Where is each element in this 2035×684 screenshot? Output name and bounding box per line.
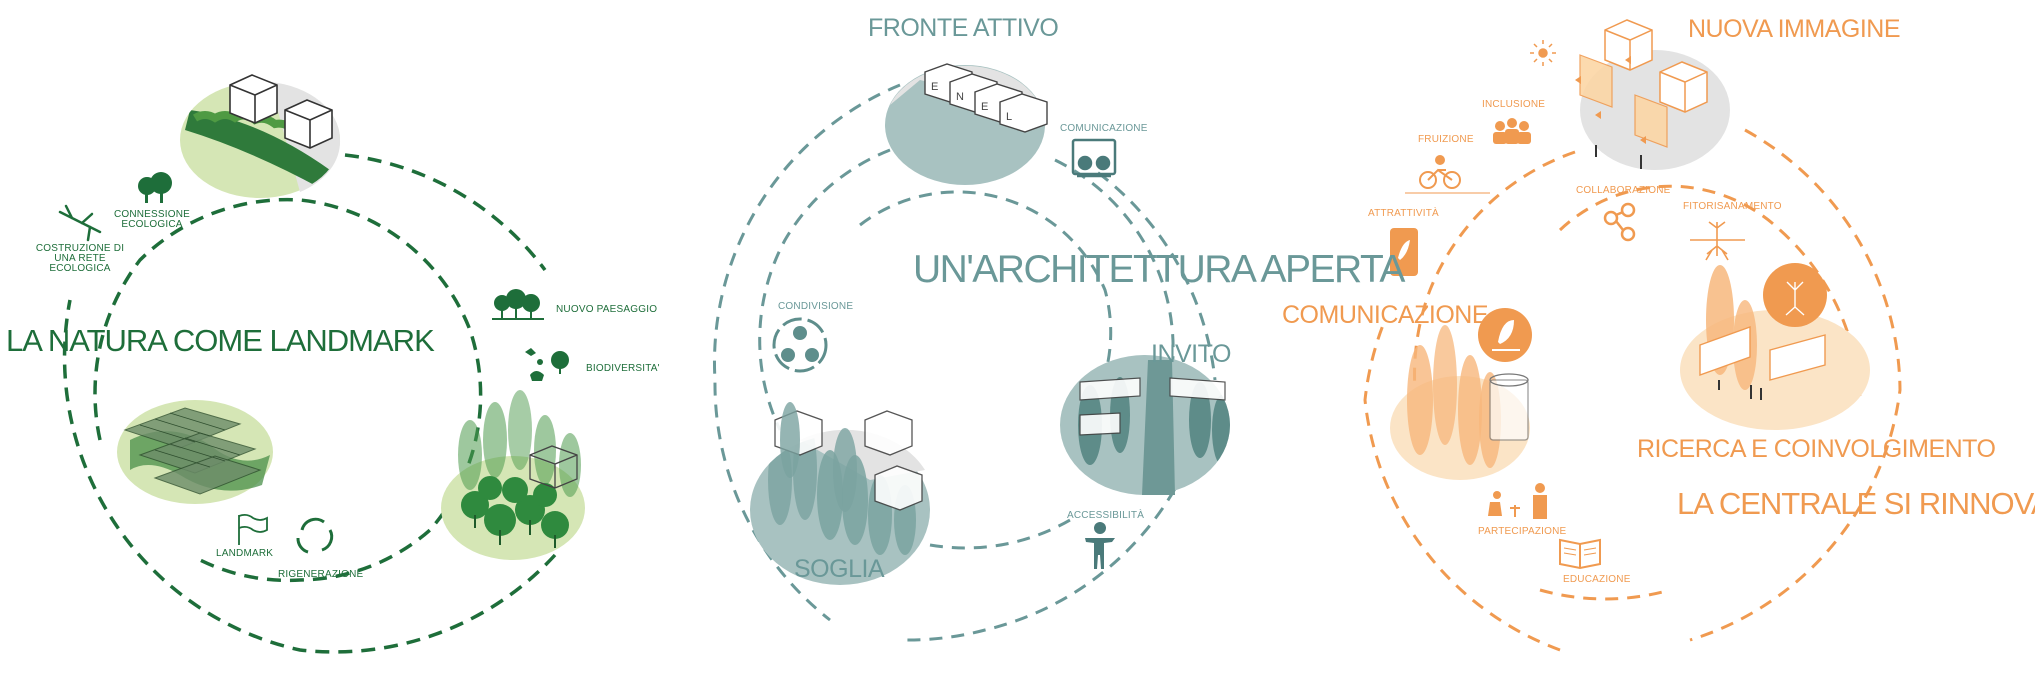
label-accessibilita: ACCESSIBILITÀ (1067, 510, 1145, 521)
label-soglia: SOGLIA (794, 555, 885, 583)
right-title: LA CENTRALE SI RINNOVA (1677, 486, 2035, 521)
enel-letter-4: L (1006, 111, 1012, 123)
fronte-island: E N E L (885, 63, 1048, 185)
outer-ring-arc-left (712, 83, 901, 622)
label-fruizione: FRUIZIONE (1418, 134, 1474, 145)
comunicazione-island (1390, 308, 1532, 480)
inner-ring-arc-top (859, 190, 1113, 391)
tree-row-icon (492, 289, 544, 320)
flag-icon (238, 513, 268, 545)
book-icon (1559, 538, 1601, 570)
animals-icon (525, 348, 569, 381)
label-nuovo-paesaggio: NUOVO PAESAGGIO (556, 304, 658, 315)
label-inclusione: INCLUSIONE (1482, 99, 1546, 110)
ricerca-island (1680, 263, 1870, 430)
outer-ring-arc-right (1689, 128, 1902, 642)
inner-ring-arc-top (1558, 184, 1782, 232)
label-collaborazione: COLLABORAZIONE (1576, 185, 1671, 196)
label-costruzione: COSTRUZIONE DI UNA RETE ECOLOGICA (35, 243, 125, 274)
invito-island (1060, 355, 1230, 495)
middle-ring-arc-right (1779, 228, 1862, 401)
label-connessione: CONNESSIONE ECOLOGICA (113, 209, 191, 230)
label-partecipazione: PARTECIPAZIONE (1478, 526, 1567, 537)
label-comunicazione-right: COMUNICAZIONE (1282, 301, 1489, 329)
outer-ring-arc-bottom (62, 299, 557, 654)
label-rigenerazione: RIGENERAZIONE (278, 569, 364, 580)
label-biodiversita: BIODIVERSITA' (586, 363, 660, 374)
phone-icon (1390, 228, 1418, 276)
sun-icon (1530, 40, 1556, 66)
label-fronte-attivo: FRONTE ATTIVO (868, 14, 1059, 42)
bicycle-icon (1405, 155, 1490, 194)
middle-ring-arc-bottom (929, 518, 1071, 550)
nuova-immagine-island (1575, 19, 1730, 170)
left-title: LA NATURA COME LANDMARK (6, 323, 435, 358)
label-ricerca: RICERCA E COINVOLGIMENTO (1637, 435, 1996, 463)
outer-ring-arc-bottom (904, 469, 1187, 642)
label-comunicazione-center: COMUNICAZIONE (1060, 123, 1148, 134)
group-icon (1493, 118, 1531, 144)
outer-ring-arc-right-top (1079, 158, 1217, 381)
branch-icon (58, 204, 102, 242)
middle-ring-arc-bottom (1539, 588, 1671, 601)
middle-ring-arc-left (758, 148, 891, 431)
enel-letter-2: N (956, 91, 964, 103)
screen-audience-icon (1071, 138, 1117, 178)
label-fitorisanamento: FITORISANAMENTO (1683, 201, 1782, 212)
inner-ring (93, 197, 483, 583)
solar-island (117, 400, 273, 504)
label-landmark: LANDMARK (216, 548, 274, 559)
outer-ring-arc-top (344, 153, 547, 272)
label-condivisione: CONDIVISIONE (778, 301, 854, 312)
label-nuova-immagine: NUOVA IMMAGINE (1688, 15, 1901, 43)
outer-ring-arc-left (1363, 319, 1561, 652)
middle-ring-arc-right (1054, 158, 1175, 386)
network-icon (1603, 202, 1636, 242)
center-circles (712, 83, 1217, 642)
left-circles (62, 153, 557, 654)
label-attrattivita: ATTRATTIVITÀ (1368, 208, 1439, 219)
label-educazione: EDUCAZIONE (1563, 574, 1631, 585)
people-cycle-icon (772, 317, 828, 373)
enel-letter-3: E (981, 101, 988, 113)
forest-island (441, 390, 585, 560)
label-invito: INVITO (1151, 340, 1231, 368)
soglia-island (750, 402, 930, 585)
recycle-icon (296, 517, 334, 554)
right-circles (1363, 128, 1902, 652)
planting-icon (1488, 483, 1547, 519)
person-icon (1085, 522, 1115, 569)
hedge-island (180, 74, 341, 198)
trees-icon (138, 172, 172, 203)
roots-icon (1690, 221, 1745, 261)
center-title: UN'ARCHITETTURA APERTA (913, 248, 1405, 291)
middle-ring-arc-left (1413, 150, 1576, 391)
enel-letter-1: E (931, 81, 938, 93)
